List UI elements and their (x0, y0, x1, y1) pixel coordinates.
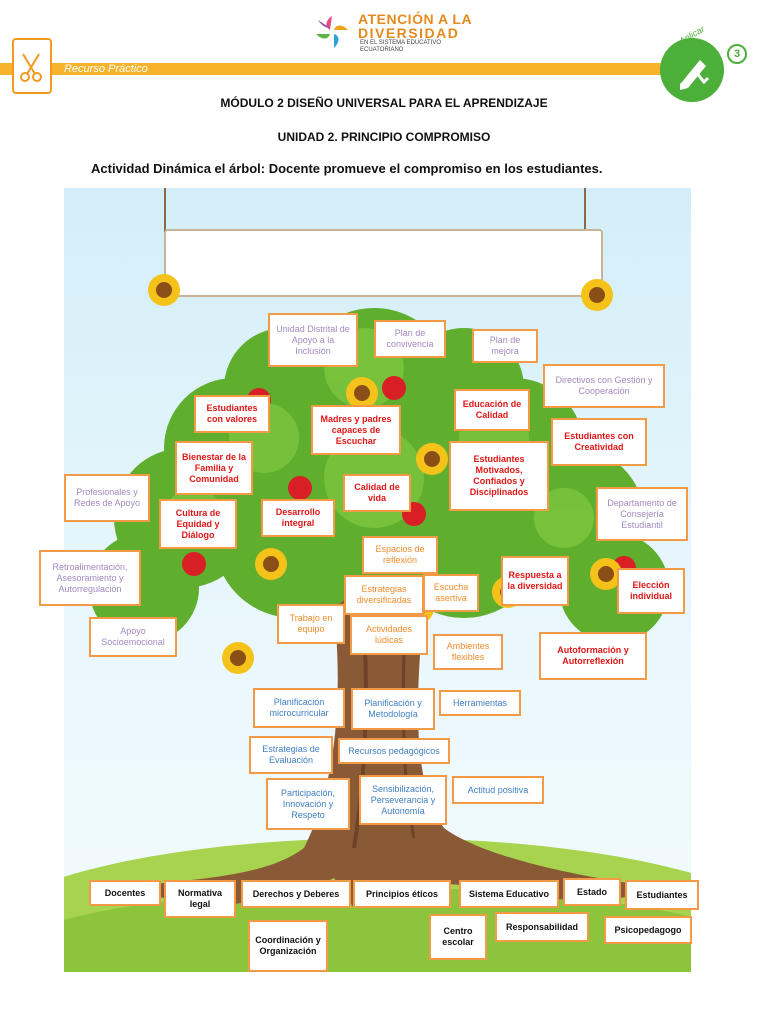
label-planificacion-metodologia: Planificación y Metodología (351, 688, 435, 730)
label-escucha-asertiva: Escucha asertiva (423, 574, 479, 612)
label-profesionales: Profesionales y Redes de Apoyo (64, 474, 150, 522)
label-responsabilidad: Responsabilidad (495, 912, 589, 942)
label-eleccion-individual: Elección individual (617, 568, 685, 614)
logo-title: ATENCIÓN A LA (358, 12, 472, 26)
module-title: MÓDULO 2 DISEÑO UNIVERSAL PARA EL APREND… (0, 96, 768, 110)
label-espacios-reflexion: Espacios de reflexión (362, 536, 438, 574)
label-estrategias-evaluacion: Estrategias de Evaluación (249, 736, 333, 774)
label-autoformacion: Autoformación y Autorreflexión (539, 632, 647, 680)
label-docentes: Docentes (89, 880, 161, 906)
label-departamento: Departamento de Consejería Estudiantil (596, 487, 688, 541)
label-bienestar: Bienestar de la Familia y Comunidad (175, 441, 253, 495)
label-plan-mejora: Plan de mejora (472, 329, 538, 363)
label-actitud-positiva: Actitud positiva (452, 776, 544, 804)
label-coordinacion: Coordinación y Organización (248, 920, 328, 972)
label-sistema-educativo: Sistema Educativo (459, 880, 559, 908)
label-sensibilizacion: Sensibilización, Perseverancia y Autonom… (359, 775, 447, 825)
unit-title: UNIDAD 2. PRINCIPIO COMPROMISO (0, 130, 768, 144)
hands-logo-icon (312, 12, 352, 52)
label-centro-escolar: Centro escolar (429, 914, 487, 960)
label-normativa-legal: Normativa legal (164, 880, 236, 918)
label-actividades-ludicas: Actividades lúdicas (350, 615, 428, 655)
scissors-icon (12, 38, 52, 94)
label-educacion-calidad: Educación de Calidad (454, 389, 530, 431)
hanging-sign (165, 230, 602, 296)
activity-title: Actividad Dinámica el árbol: Docente pro… (91, 161, 602, 176)
pencil-icon (660, 38, 724, 102)
label-apoyo-socioemocional: Apoyo Socioemocional (89, 617, 177, 657)
logo-title-2: DIVERSIDAD (358, 26, 459, 40)
label-estudiantes-motivados: Estudiantes Motivados, Confiados y Disci… (449, 441, 549, 511)
label-herramientas: Herramientas (439, 690, 521, 716)
label-cultura-equidad: Cultura de Equidad y Diálogo (159, 499, 237, 549)
resource-label: Recurso Práctico (64, 63, 148, 75)
label-participacion: Participación, Innovación y Respeto (266, 778, 350, 830)
label-psicopedagogo: Psicopedagogo (604, 916, 692, 944)
aplicar-badge (660, 38, 724, 102)
label-madres-padres: Madres y padres capaces de Escuchar (311, 405, 401, 455)
label-ambientes-flexibles: Ambientes flexibles (433, 634, 503, 670)
label-recursos-pedagogicos: Recursos pedagógicos (338, 738, 450, 764)
label-directivos: Directivos con Gestión y Cooperación (543, 364, 665, 408)
label-respuesta-diversidad: Respuesta a la diversidad (501, 556, 569, 606)
logo-subtitle: EN EL SISTEMA EDUCATIVO ECUATORIANO (360, 40, 460, 54)
label-estudiantes-valores: Estudiantes con valores (194, 395, 270, 433)
label-calidad-vida: Calidad de vida (343, 474, 411, 512)
label-planificacion-micro: Planificación microcurricular (253, 688, 345, 728)
label-desarrollo-integral: Desarrollo integral (261, 499, 335, 537)
aplicar-number: 3 (727, 44, 747, 64)
label-estudiantes-creatividad: Estudiantes con Creatividad (551, 418, 647, 466)
label-retroalimentacion: Retroalimentación, Asesoramiento y Autor… (39, 550, 141, 606)
label-trabajo-equipo: Trabajo en equipo (277, 604, 345, 644)
label-unidad-distrital: Unidad Distrital de Apoyo a la Inclusión (268, 313, 358, 367)
label-estudiantes: Estudiantes (625, 880, 699, 910)
label-principios-eticos: Principios éticos (353, 880, 451, 908)
label-derechos-deberes: Derechos y Deberes (241, 880, 351, 908)
label-estado: Estado (563, 878, 621, 906)
label-estrategias-diversificadas: Estrategias diversificadas (344, 575, 424, 615)
label-plan-convivencia: Plan de convivencia (374, 320, 446, 358)
